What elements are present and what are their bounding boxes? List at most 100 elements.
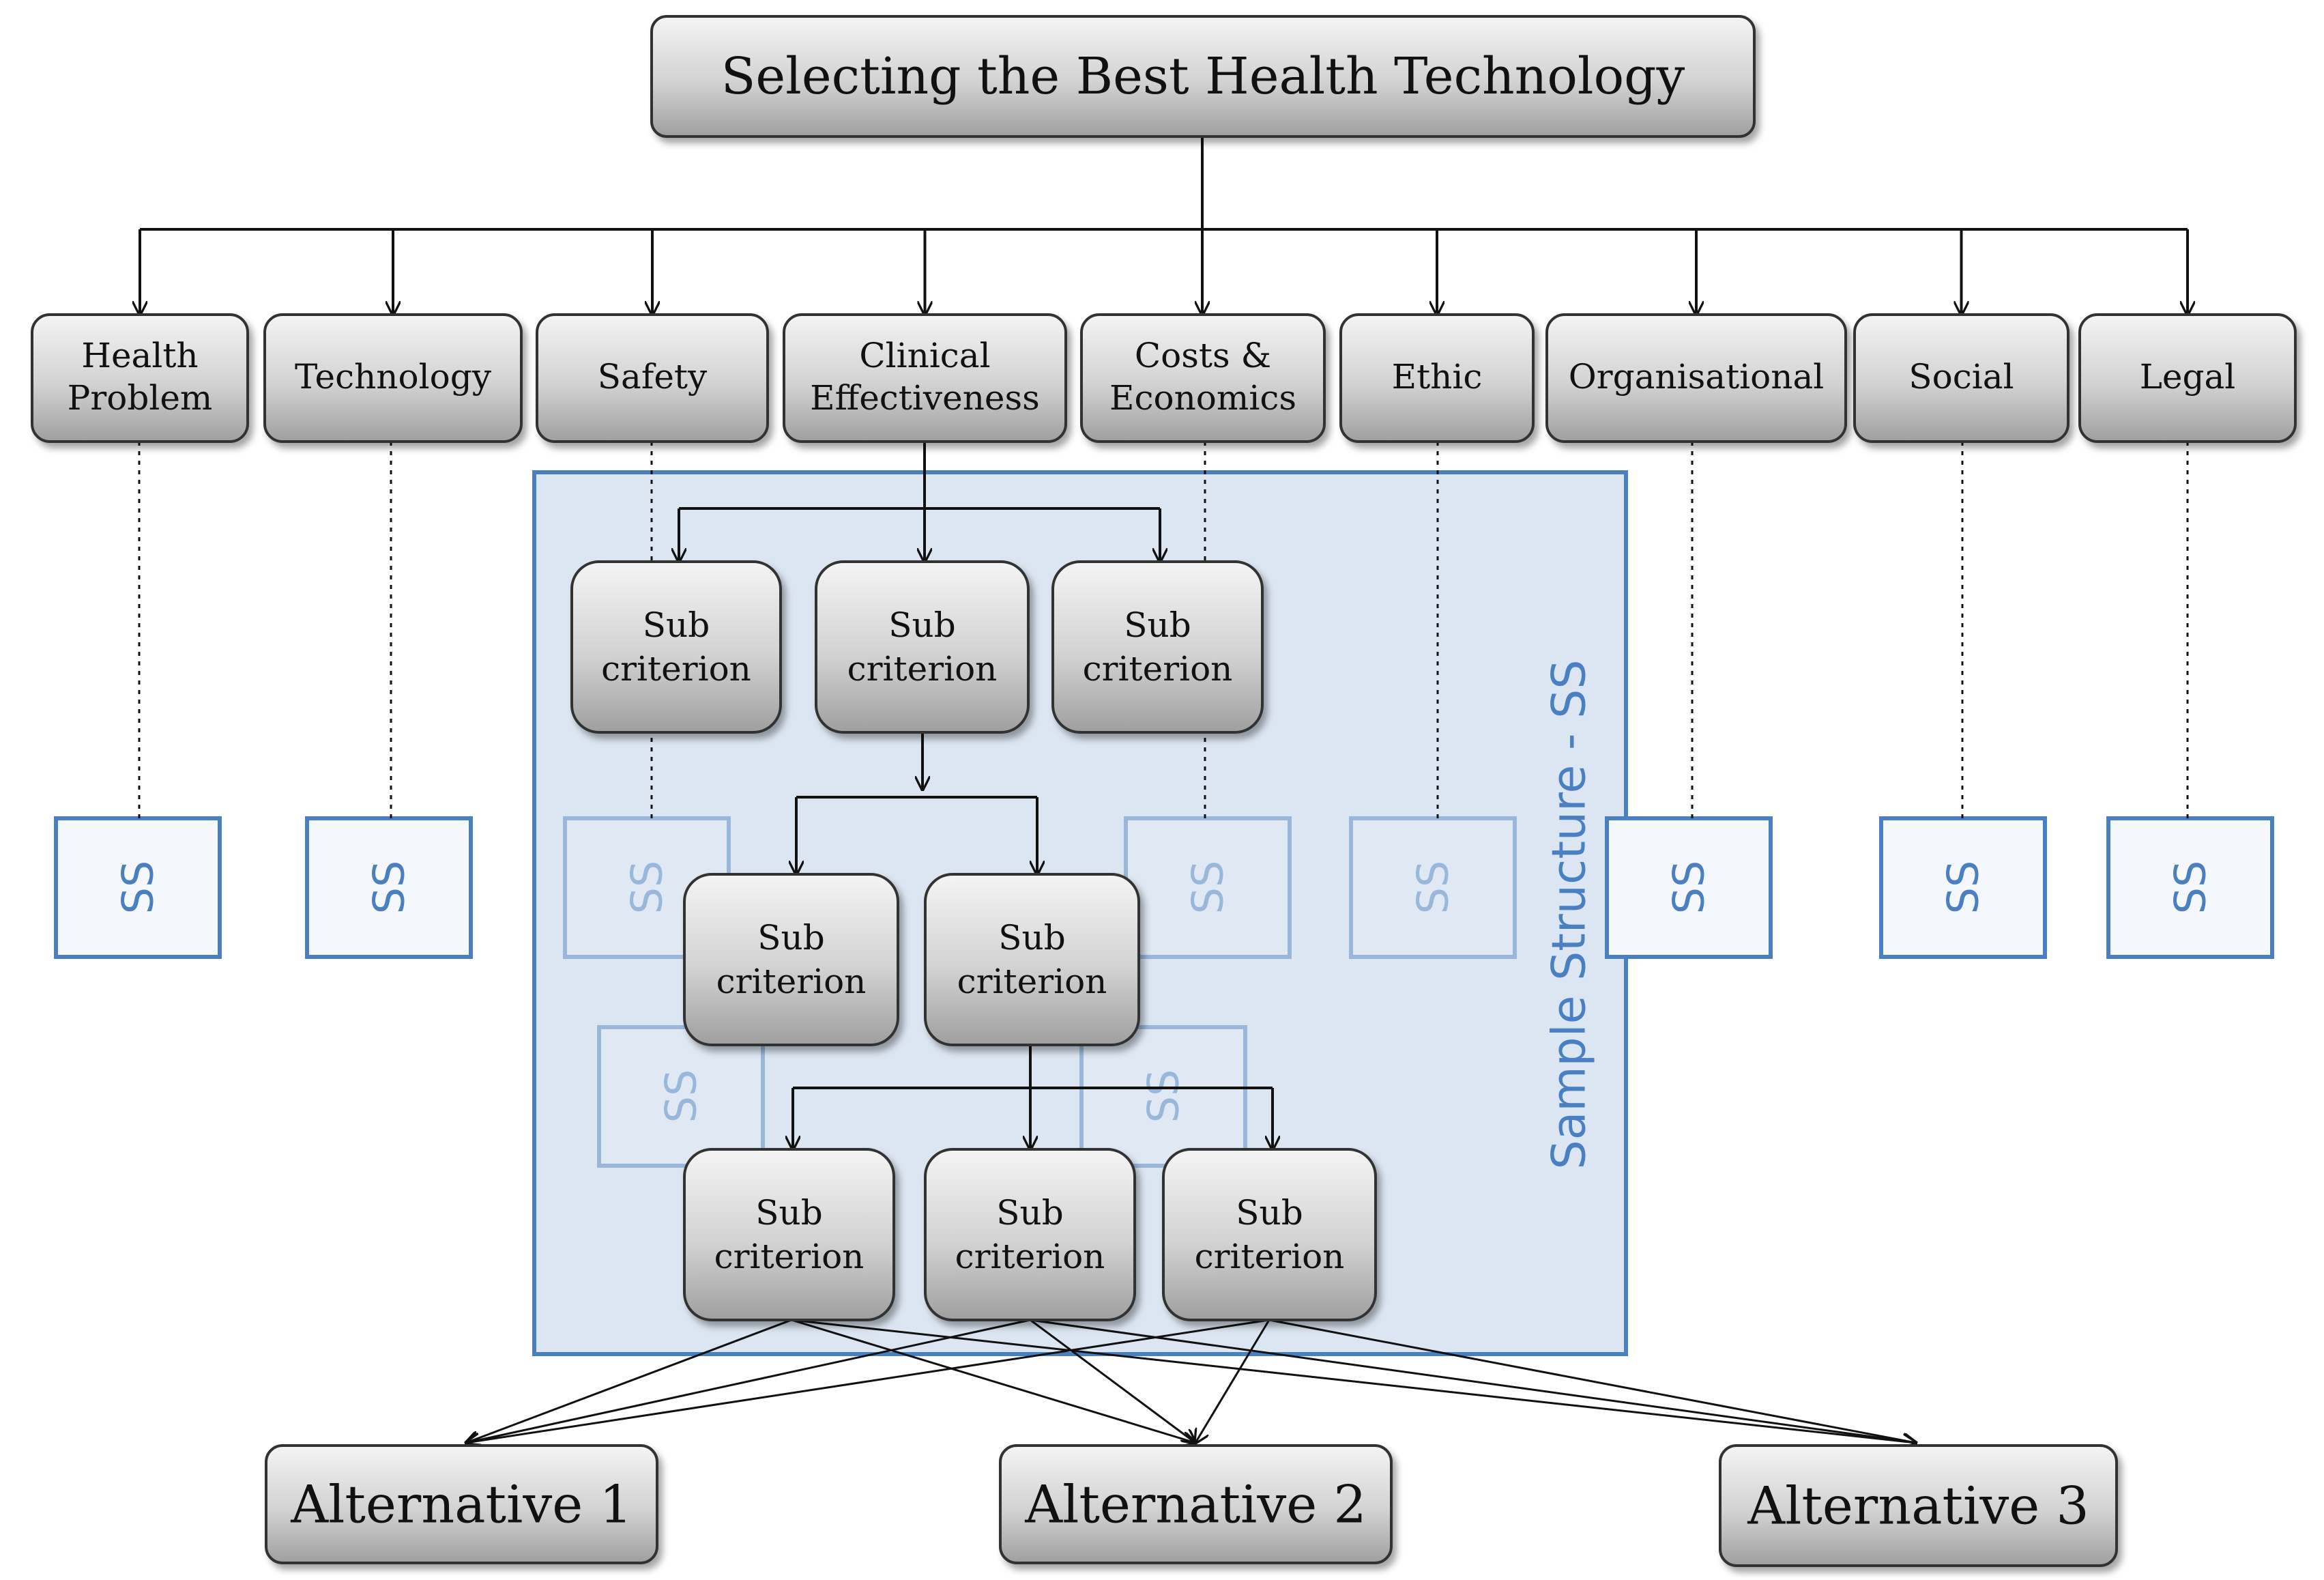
- ss-box-frame: [54, 816, 222, 959]
- sub-criterion-box-shape: [924, 1148, 1136, 1321]
- ss-label: SS: [113, 861, 163, 915]
- alternative-3-box-shape: [1719, 1444, 2118, 1567]
- node-label-line: Problem: [68, 378, 213, 418]
- sub-criterion-label: criterion: [1195, 1237, 1345, 1276]
- ss-label: SS: [622, 861, 672, 915]
- ss-label: SS: [1139, 1069, 1189, 1123]
- alternative-link-arrow: [791, 1319, 1916, 1443]
- criterion-costs-economics-shape: [1080, 313, 1326, 443]
- sub-criterion-label: Sub: [1236, 1193, 1303, 1233]
- alternative-link-arrow: [1030, 1319, 1195, 1443]
- alternative-2-box: Alternative 2: [999, 1444, 1393, 1564]
- ss-box-frame: [1879, 816, 2047, 959]
- alternative-label: Alternative 3: [1747, 1476, 2089, 1536]
- ss-box-frame: [597, 1025, 765, 1168]
- sub-criterion-label: Sub: [998, 918, 1065, 958]
- ss-box: SS: [1124, 816, 1292, 959]
- alternative-link-arrow: [1195, 1319, 1270, 1443]
- criterion-health-problem-shape: [31, 313, 249, 443]
- node-label-line: Health: [81, 336, 198, 375]
- node-label-line: Economics: [1109, 378, 1296, 418]
- node-label-line: Social: [1908, 357, 2014, 397]
- alternative-1-box-shape: [265, 1444, 658, 1564]
- node-label-line: Technology: [295, 357, 492, 397]
- node-label-line: Ethic: [1392, 357, 1483, 397]
- ss-box: SS: [2106, 816, 2274, 959]
- sub-criterion-box-shape: [1051, 560, 1264, 734]
- criterion-technology: Technology: [263, 313, 523, 443]
- sub-criterion-box-shape: [683, 1148, 895, 1321]
- alternative-link-arrow: [466, 1319, 1270, 1443]
- criterion-legal: Legal: [2078, 313, 2297, 443]
- ss-box-frame: [1124, 816, 1292, 959]
- node-label-line: Safety: [598, 357, 708, 397]
- ss-box: SS: [1605, 816, 1773, 959]
- criterion-clinical-effectiveness-shape: [783, 313, 1067, 443]
- criterion-safety-shape: [536, 313, 769, 443]
- ss-box-frame: [305, 816, 473, 959]
- node-layer: Selecting the Best Health TechnologyHeal…: [31, 15, 2297, 1567]
- alternative-link-arrow: [466, 1319, 1031, 1443]
- ss-label: SS: [1408, 861, 1458, 915]
- node-label-line: Costs &: [1135, 336, 1271, 375]
- criterion-technology-shape: [263, 313, 523, 443]
- goal-box: Selecting the Best Health Technology: [650, 15, 1756, 138]
- node-label-line: Clinical: [859, 336, 990, 375]
- ss-box-frame: [1079, 1025, 1247, 1168]
- sub-criterion-box-shape: [924, 873, 1140, 1046]
- ss-box: SS: [1879, 816, 2047, 959]
- sub-criterion-label: criterion: [847, 649, 998, 689]
- sub-criterion-label: criterion: [955, 1237, 1105, 1276]
- ss-box-frame: [2106, 816, 2274, 959]
- sub-criterion-box-shape: [1162, 1148, 1377, 1321]
- sample-structure-label: Sample Structure - SS: [1543, 659, 1597, 1169]
- criterion-safety: Safety: [536, 313, 769, 443]
- sub-criterion-label: Sub: [1124, 605, 1191, 645]
- sub-criterion-box-shape: [815, 560, 1030, 734]
- criterion-social: Social: [1853, 313, 2069, 443]
- connector-layer: [139, 137, 2188, 1443]
- alternative-label: Alternative 2: [1024, 1474, 1367, 1535]
- ss-box: SS: [1349, 816, 1517, 959]
- alternative-label: Alternative 1: [290, 1474, 633, 1535]
- criterion-legal-shape: [2078, 313, 2297, 443]
- sub-criterion-label: Sub: [996, 1193, 1063, 1233]
- criterion-organisational: Organisational: [1545, 313, 1847, 443]
- alternative-link-arrow: [466, 1319, 792, 1443]
- criterion-costs-economics: Costs &Economics: [1080, 313, 1326, 443]
- criterion-ethic: Ethic: [1339, 313, 1535, 443]
- alternative-link-arrow: [1268, 1319, 1916, 1443]
- ss-box: SS: [54, 816, 222, 959]
- sub-criterion-label: criterion: [601, 649, 751, 689]
- ss-label: SS: [656, 1069, 706, 1123]
- alternative-2-box-shape: [999, 1444, 1393, 1564]
- ss-box: SS: [1079, 1025, 1247, 1168]
- ss-label: SS: [1664, 861, 1714, 915]
- ss-box: SS: [597, 1025, 765, 1168]
- sub-criterion-box-shape: [570, 560, 782, 734]
- node-label-line: Legal: [2140, 357, 2236, 397]
- sub-criterion-box: Sub criterion: [924, 1148, 1136, 1321]
- ss-box: SS: [305, 816, 473, 959]
- alternative-1-box: Alternative 1: [265, 1444, 658, 1564]
- alternative-link-arrow: [791, 1319, 1195, 1443]
- criterion-ethic-shape: [1339, 313, 1535, 443]
- ss-label: SS: [364, 861, 414, 915]
- goal-label: Selecting the Best Health Technology: [721, 47, 1685, 106]
- sub-criterion-label: criterion: [716, 962, 867, 1001]
- sub-criterion-label: criterion: [714, 1237, 865, 1276]
- criterion-organisational-shape: [1545, 313, 1847, 443]
- criterion-social-shape: [1853, 313, 2069, 443]
- sub-criterion-box: Sub criterion: [1162, 1148, 1377, 1321]
- ss-label: SS: [2166, 861, 2216, 915]
- node-label-line: Organisational: [1569, 357, 1825, 397]
- node-label-line: Effectiveness: [810, 378, 1040, 418]
- ss-box-frame: [1349, 816, 1517, 959]
